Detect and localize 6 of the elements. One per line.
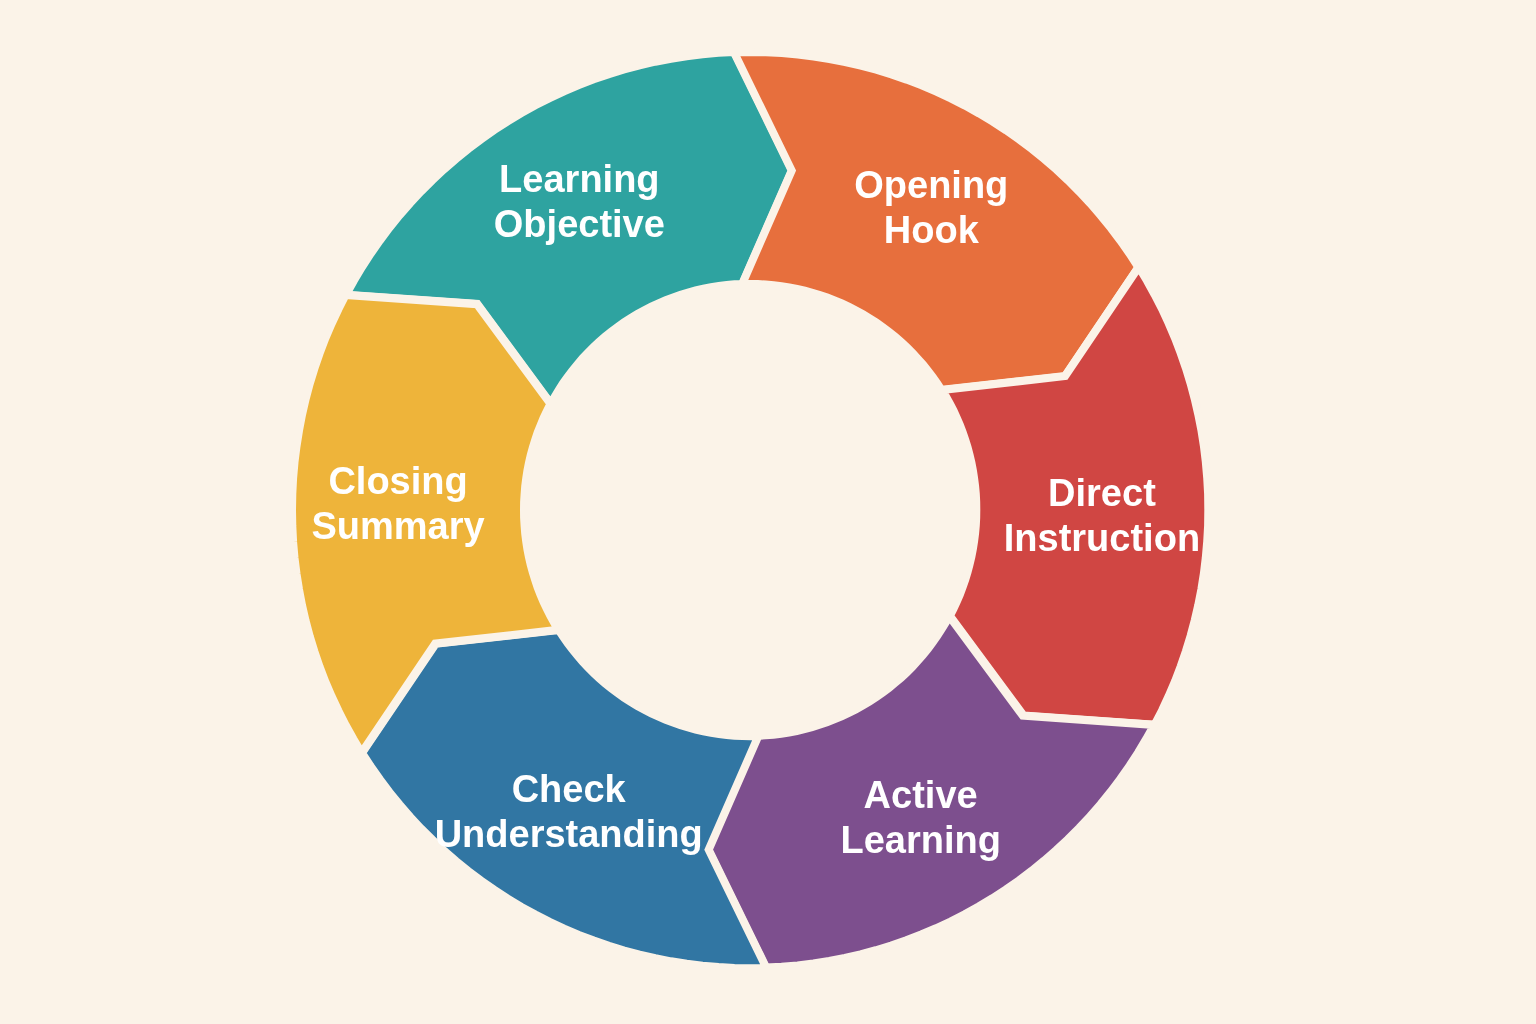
segment-label: Direct Instruction bbox=[1003, 471, 1201, 561]
segment-label: Active Learning bbox=[840, 773, 1001, 863]
segment-label: Opening Hook bbox=[854, 163, 1009, 254]
segment-label: Learning Objective bbox=[493, 157, 665, 247]
segment-label: Closing Summary bbox=[311, 459, 485, 549]
segment-label: Check Understanding bbox=[434, 766, 703, 857]
